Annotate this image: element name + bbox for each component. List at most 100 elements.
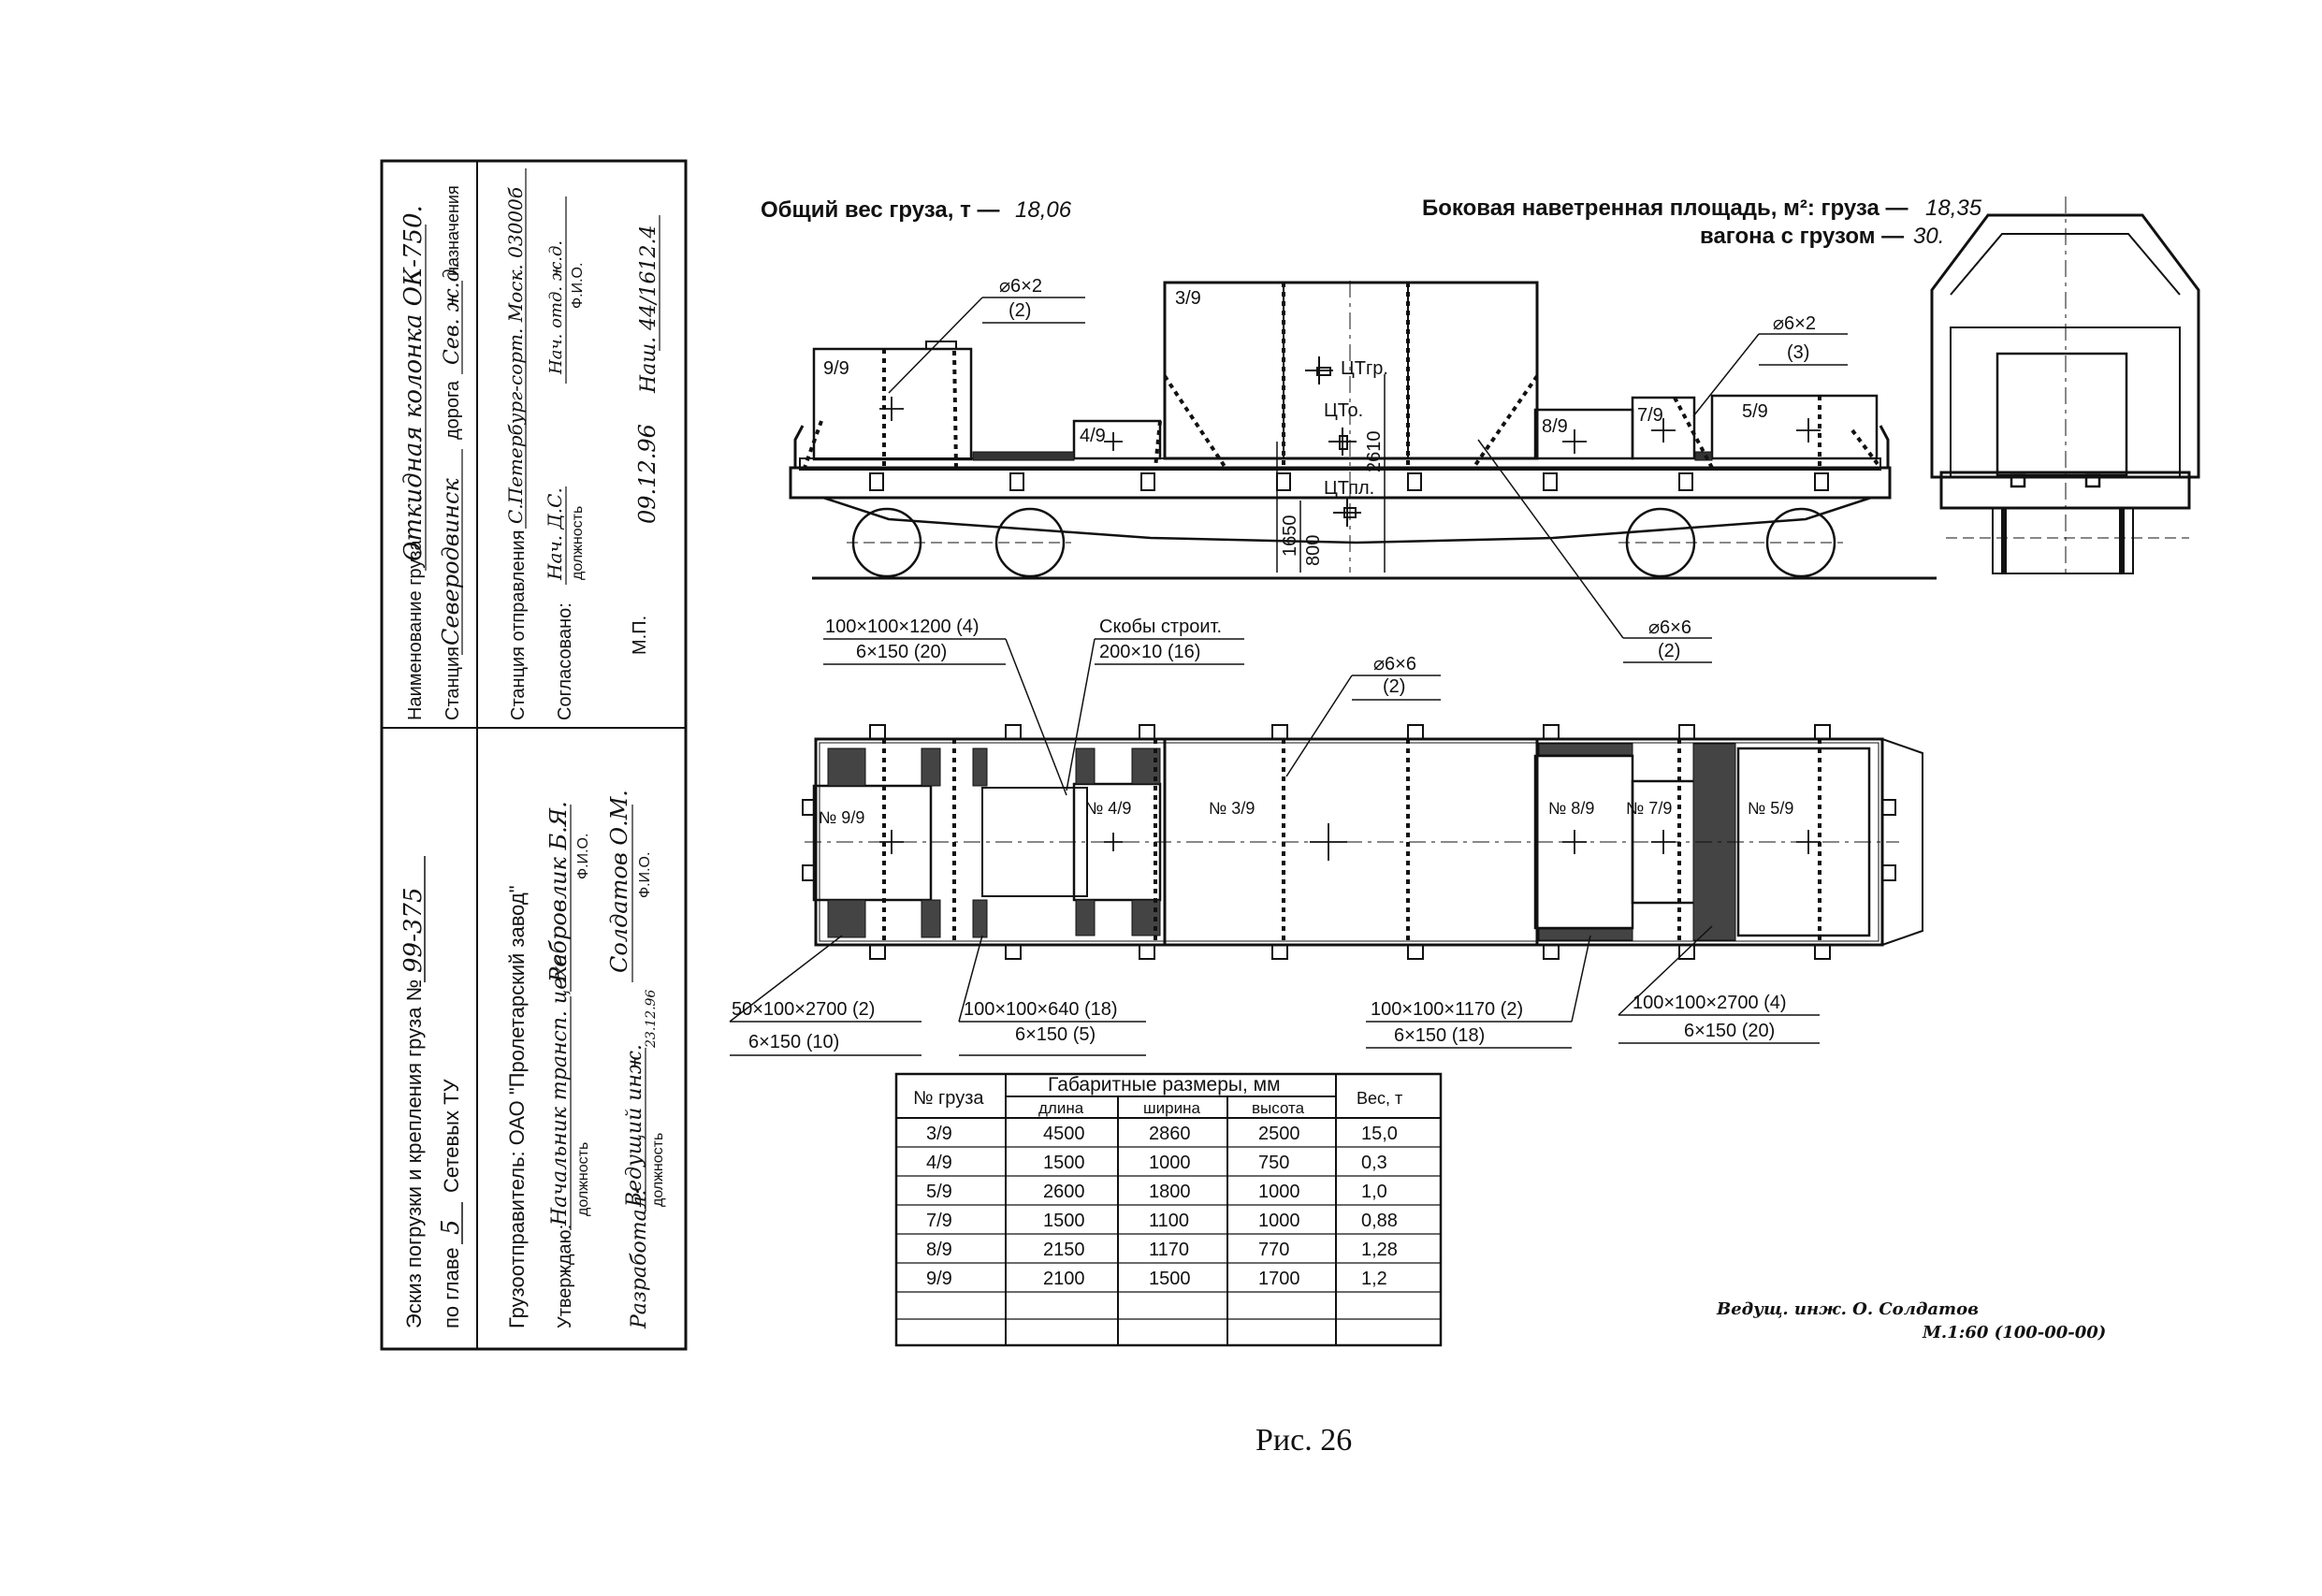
- table-cell: 7/9: [926, 1211, 952, 1231]
- plan-callout-6-top: 100×100×1170 (2): [1371, 999, 1523, 1020]
- table-cell: 2860: [1149, 1124, 1191, 1144]
- table-col-width: ширина: [1143, 1099, 1200, 1117]
- table-cell: 750: [1258, 1153, 1289, 1173]
- stamp-developed-label: Разработал:: [628, 1189, 651, 1329]
- table-cell: 4/9: [926, 1153, 952, 1173]
- wind-area-cargo: 18,35: [1925, 196, 1982, 221]
- plan-callout-4-bottom: 6×150 (10): [748, 1032, 839, 1052]
- plan-callout-5-bottom: 6×150 (5): [1015, 1024, 1096, 1045]
- stamp-dispatch-label: Станция отправления: [508, 530, 529, 721]
- stamp-mp-label: М.П.: [630, 616, 650, 655]
- table-cell: 1,28: [1361, 1240, 1398, 1260]
- table-cell: 2500: [1258, 1124, 1300, 1144]
- wire-callout-1-top: ⌀6×2: [999, 276, 1042, 297]
- table-cell: 2150: [1043, 1240, 1085, 1260]
- stamp-developed-name: Солдатов О.М.: [606, 790, 632, 973]
- stamp-approved-name: Ребровлик Б.Я.: [545, 801, 572, 983]
- plan-label-9-9: № 9/9: [819, 808, 864, 827]
- plan-callout-5-top: 100×100×640 (18): [964, 999, 1118, 1020]
- stamp-approved-label: Утверждаю:: [555, 1225, 575, 1328]
- plan-callout-2-bottom: 200×10 (16): [1099, 642, 1200, 662]
- table-col-dims: Габаритные размеры, мм: [1048, 1074, 1281, 1095]
- stamp-dispatch-value: С.Петербург-сорт. Моск. 03000б: [504, 186, 527, 524]
- side-view-labels: 3/9 9/9 4/9 8/9 7/9 5/9 ЦТгр. ЦТо. ЦТпл.…: [823, 276, 1816, 661]
- stamp-cargo-name-label: Наименование груза: [405, 539, 426, 720]
- stamp-chapter-suffix: Сетевых ТУ: [440, 1078, 463, 1193]
- table-cell: 1500: [1149, 1269, 1191, 1289]
- scale-note: Ведущ. инж. О. Солдатов М.1:60 (100-00-0…: [1716, 1299, 2106, 1342]
- table-cell: 4500: [1043, 1124, 1085, 1144]
- stamp-agreed-label: Согласовано:: [555, 602, 575, 720]
- figure-caption: Рис. 26: [1255, 1423, 1352, 1458]
- ct-floor-label: ЦТпл.: [1324, 478, 1374, 499]
- dim-2610: 2610: [1364, 431, 1385, 473]
- table-cell: 770: [1258, 1240, 1289, 1260]
- side-label-4-9: 4/9: [1080, 426, 1106, 446]
- wire-callout-2-top: ⌀6×2: [1773, 313, 1816, 334]
- stamp-chapter-no: 5: [437, 1219, 465, 1235]
- table-col-height: высота: [1252, 1099, 1305, 1117]
- stamp-fio-caption-1: Ф.И.О.: [575, 834, 591, 879]
- ct-wagon-label: ЦТо.: [1324, 400, 1363, 421]
- side-label-3-9: 3/9: [1175, 288, 1201, 309]
- stamp-approved-position: Начальник трансп. цеха: [548, 953, 572, 1226]
- stamp-agreed-position: Нач. Д.С.: [544, 487, 566, 581]
- dim-800: 800: [1303, 535, 1324, 566]
- table-col-weight: Вес, т: [1357, 1089, 1402, 1108]
- total-weight-label: Общий вес груза, т —: [761, 197, 1000, 223]
- stamp-chapter-prefix: по главе: [440, 1247, 463, 1328]
- side-label-7-9: 7/9: [1637, 405, 1663, 426]
- table-cell: 8/9: [926, 1240, 952, 1260]
- stamp-station-label: Станция: [443, 646, 463, 720]
- dimensions-table: [894, 1072, 1443, 1347]
- wind-area-wagon-label: вагона с грузом —: [1700, 224, 1904, 249]
- wire-callout-2-bottom: (3): [1787, 342, 1809, 363]
- stamp-sketch-no: 99-375: [399, 888, 428, 974]
- wire-callout-3-bottom: (2): [1658, 641, 1680, 661]
- scale-note-line1: Ведущ. инж. О. Солдатов: [1716, 1299, 1979, 1319]
- stamp-position-caption-2: должность: [650, 1133, 666, 1207]
- scale-note-line2: М.1:60 (100-00-00): [1922, 1323, 2106, 1342]
- plan-view-labels: № 9/9 № 4/9 № 3/9 № 8/9 № 7/9 № 5/9 100×…: [732, 617, 1793, 1052]
- table-cell: 2600: [1043, 1182, 1085, 1202]
- stamp-agreed-name: Нач. отд. ж.д.: [546, 240, 566, 375]
- table-col-length: длина: [1038, 1099, 1084, 1117]
- plan-label-3-9: № 3/9: [1209, 799, 1255, 818]
- stamp-developed-position: Ведущий инж.: [623, 1044, 646, 1208]
- stamp-order-value: Наш. 44/1612.4: [637, 225, 660, 394]
- table-cell: 0,88: [1361, 1211, 1398, 1231]
- plan-callout-1-bottom: 6×150 (20): [856, 642, 947, 662]
- table-cell: 1,2: [1361, 1269, 1387, 1289]
- stamp-fio-caption-2: Ф.И.О.: [637, 852, 653, 898]
- stamp-shipper: Грузоотправитель: ОАО "Пролетарский заво…: [505, 885, 529, 1328]
- wind-area-label: Боковая наветренная площадь, м²: груза —: [1422, 196, 1908, 221]
- side-label-5-9: 5/9: [1742, 401, 1768, 422]
- plan-callout-3-bottom: (2): [1383, 676, 1405, 697]
- table-cell: 1000: [1149, 1153, 1191, 1173]
- table-cell: 1500: [1043, 1153, 1085, 1173]
- stamp-destination-label: назначения: [443, 185, 462, 276]
- table-cell: 2100: [1043, 1269, 1085, 1289]
- table-cell: 1170: [1149, 1240, 1189, 1260]
- dim-1650: 1650: [1280, 515, 1300, 558]
- table-cell: 5/9: [926, 1182, 952, 1202]
- plan-label-8-9: № 8/9: [1548, 799, 1594, 818]
- wire-callout-3-top: ⌀6×6: [1648, 617, 1691, 638]
- table-cell: 0,3: [1361, 1153, 1387, 1173]
- stamp-road-label: дорога: [443, 380, 463, 440]
- stamp-date-value: 09.12.96: [634, 424, 660, 524]
- plan-callout-2-top: Скобы строит.: [1099, 617, 1222, 637]
- plan-callout-7-bottom: 6×150 (20): [1684, 1021, 1775, 1041]
- table-cell: 1100: [1149, 1211, 1189, 1231]
- stamp-position-caption-1: должность: [575, 1142, 591, 1216]
- plan-callout-7-top: 100×100×2700 (4): [1633, 993, 1787, 1013]
- stamp-station-value: Северодвинск: [438, 478, 464, 646]
- plan-view: [729, 638, 1923, 1056]
- dimensions-table-text: № груза Габаритные размеры, мм длина шир…: [913, 1074, 1402, 1289]
- table-cell: 1000: [1258, 1182, 1300, 1202]
- wind-area-wagon-value: 30.: [1913, 224, 1944, 249]
- table-col-no: № груза: [913, 1088, 984, 1109]
- plan-callout-6-bottom: 6×150 (18): [1394, 1025, 1485, 1046]
- plan-label-5-9: № 5/9: [1748, 799, 1793, 818]
